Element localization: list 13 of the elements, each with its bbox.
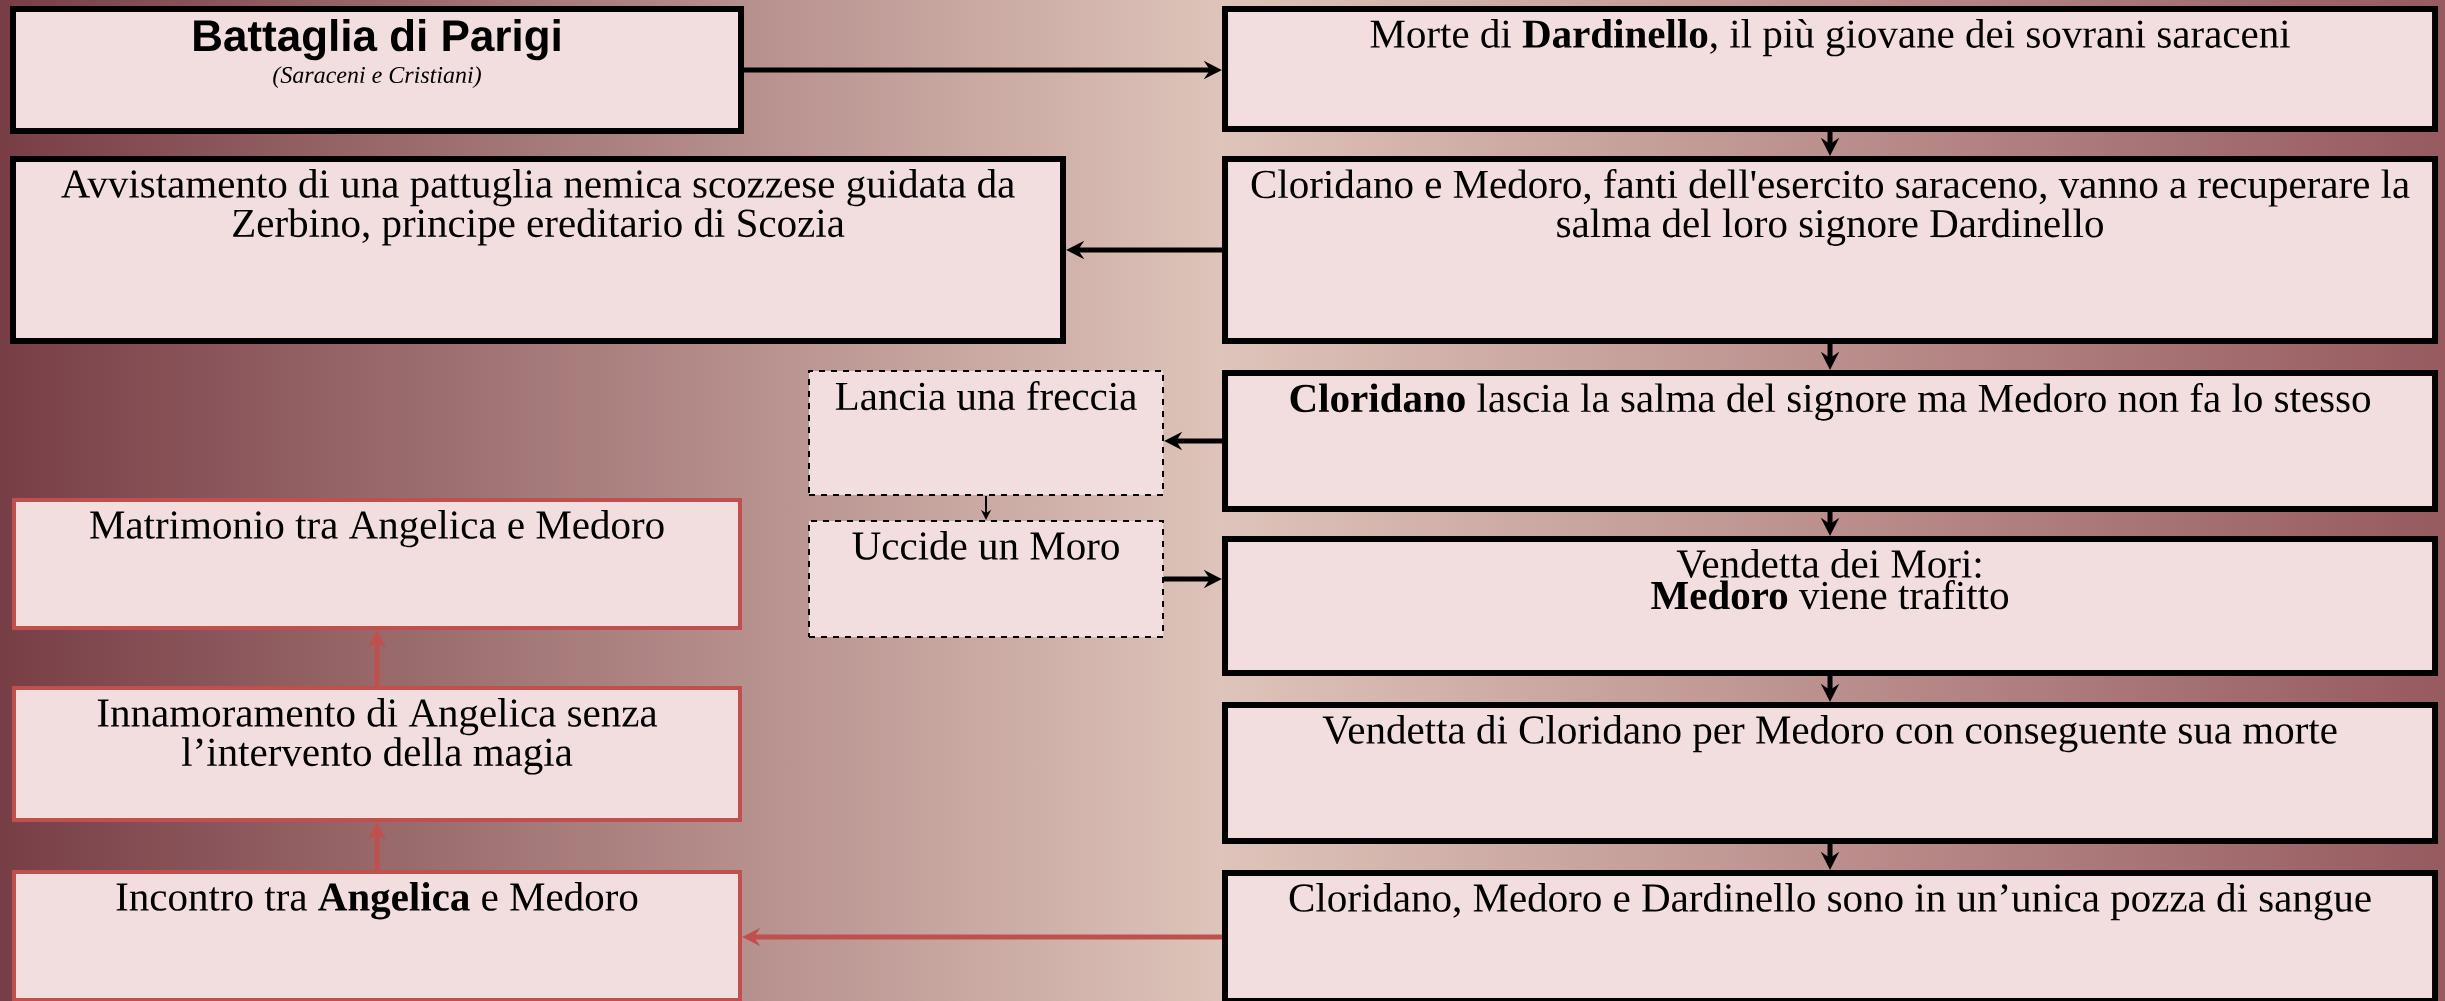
process-box: Cloridano e Medoro, fanti dell'esercito saraceno, vanno a recuperare la salma del loro signore Dardinello — [1222, 156, 2439, 344]
process-box: Vendetta dei Mori: Medoro viene trafitto — [1222, 536, 2439, 676]
action-box: Uccide un Moro — [808, 520, 1164, 638]
process-box: Morte di Dardinello, il più giovane dei sovrani saraceni — [1222, 6, 2439, 132]
action-box: Lancia una freccia — [808, 370, 1164, 496]
process-box: Cloridano lascia la salma del signore ma Medoro non fa lo stesso — [1222, 370, 2439, 512]
event-box: Innamoramento di Angelica senza l’intervento della magia — [12, 686, 742, 822]
process-box: Avvistamento di una pattuglia nemica scozzese guidata da Zerbino, principe ereditario di Scozia — [10, 156, 1066, 344]
event-box: Incontro tra Angelica e Medoro — [12, 870, 742, 1001]
process-box: Vendetta di Cloridano per Medoro con conseguente sua morte — [1222, 702, 2439, 844]
process-box: Battaglia di Parigi (Saraceni e Cristiani) — [10, 6, 744, 134]
event-box: Matrimonio tra Angelica e Medoro — [12, 498, 742, 630]
process-box: Cloridano, Medoro e Dardinello sono in un’unica pozza di sangue — [1222, 870, 2439, 1001]
